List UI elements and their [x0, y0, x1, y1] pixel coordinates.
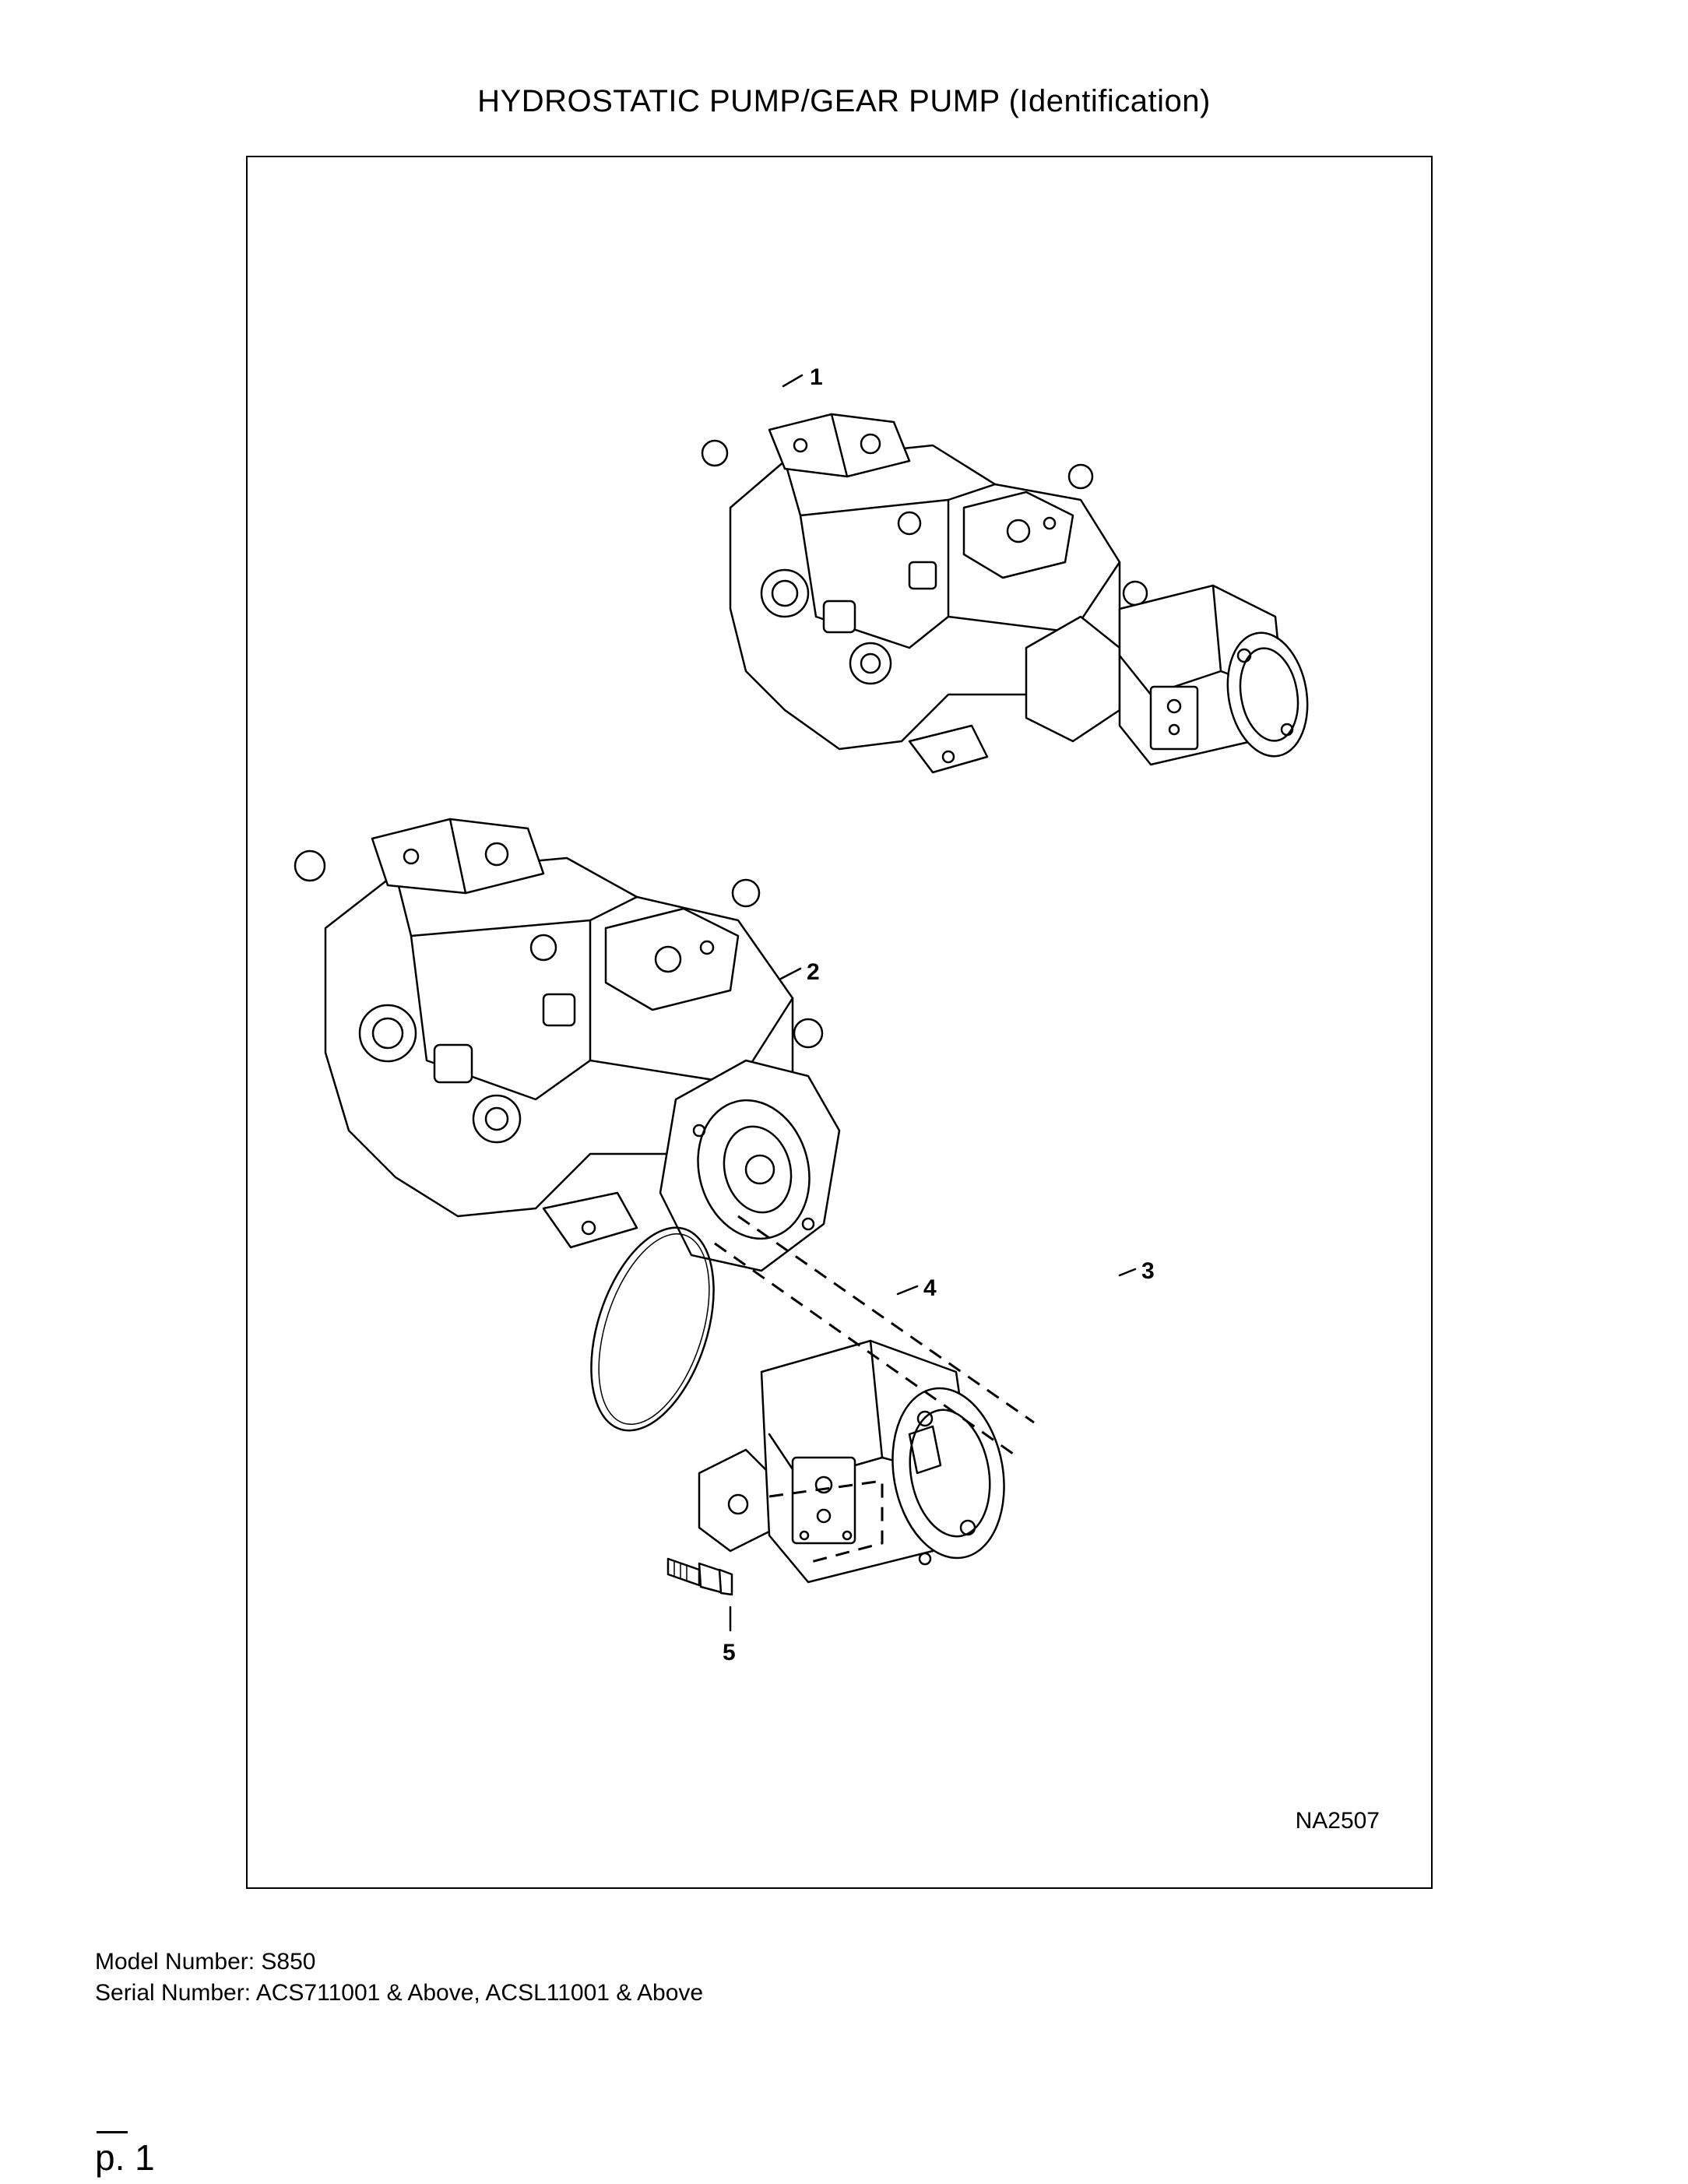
model-info: Model Number: S850 Serial Number: ACS711…	[95, 1947, 703, 2009]
hydrostatic-pump-exploded-icon	[294, 818, 841, 1272]
bolt-icon	[666, 1557, 733, 1596]
o-ring-icon	[590, 1226, 715, 1432]
page-number: p. 1	[95, 2137, 155, 2178]
callout-1: 1	[810, 364, 823, 390]
serial-number: Serial Number: ACS711001 & Above, ACSL11…	[95, 1980, 704, 2006]
gear-pump-icon	[698, 1339, 1005, 1584]
page-title: HYDROSTATIC PUMP/GEAR PUMP (Identificati…	[477, 84, 1211, 118]
callout-4: 4	[923, 1275, 937, 1301]
callout-2: 2	[807, 959, 820, 985]
parts-figure: 1 2 3 4 5 NA2507	[246, 156, 1433, 1889]
page-number-rule	[97, 2131, 128, 2133]
callout-3: 3	[1141, 1258, 1155, 1284]
parts-illustration: 1 2 3 4 5	[294, 364, 1309, 1665]
hydrostatic-pump-assembly-icon	[701, 413, 1309, 774]
figure-id: NA2507	[1295, 1808, 1380, 1834]
model-number: Model Number: S850	[95, 1949, 316, 1975]
callout-5: 5	[723, 1640, 736, 1665]
